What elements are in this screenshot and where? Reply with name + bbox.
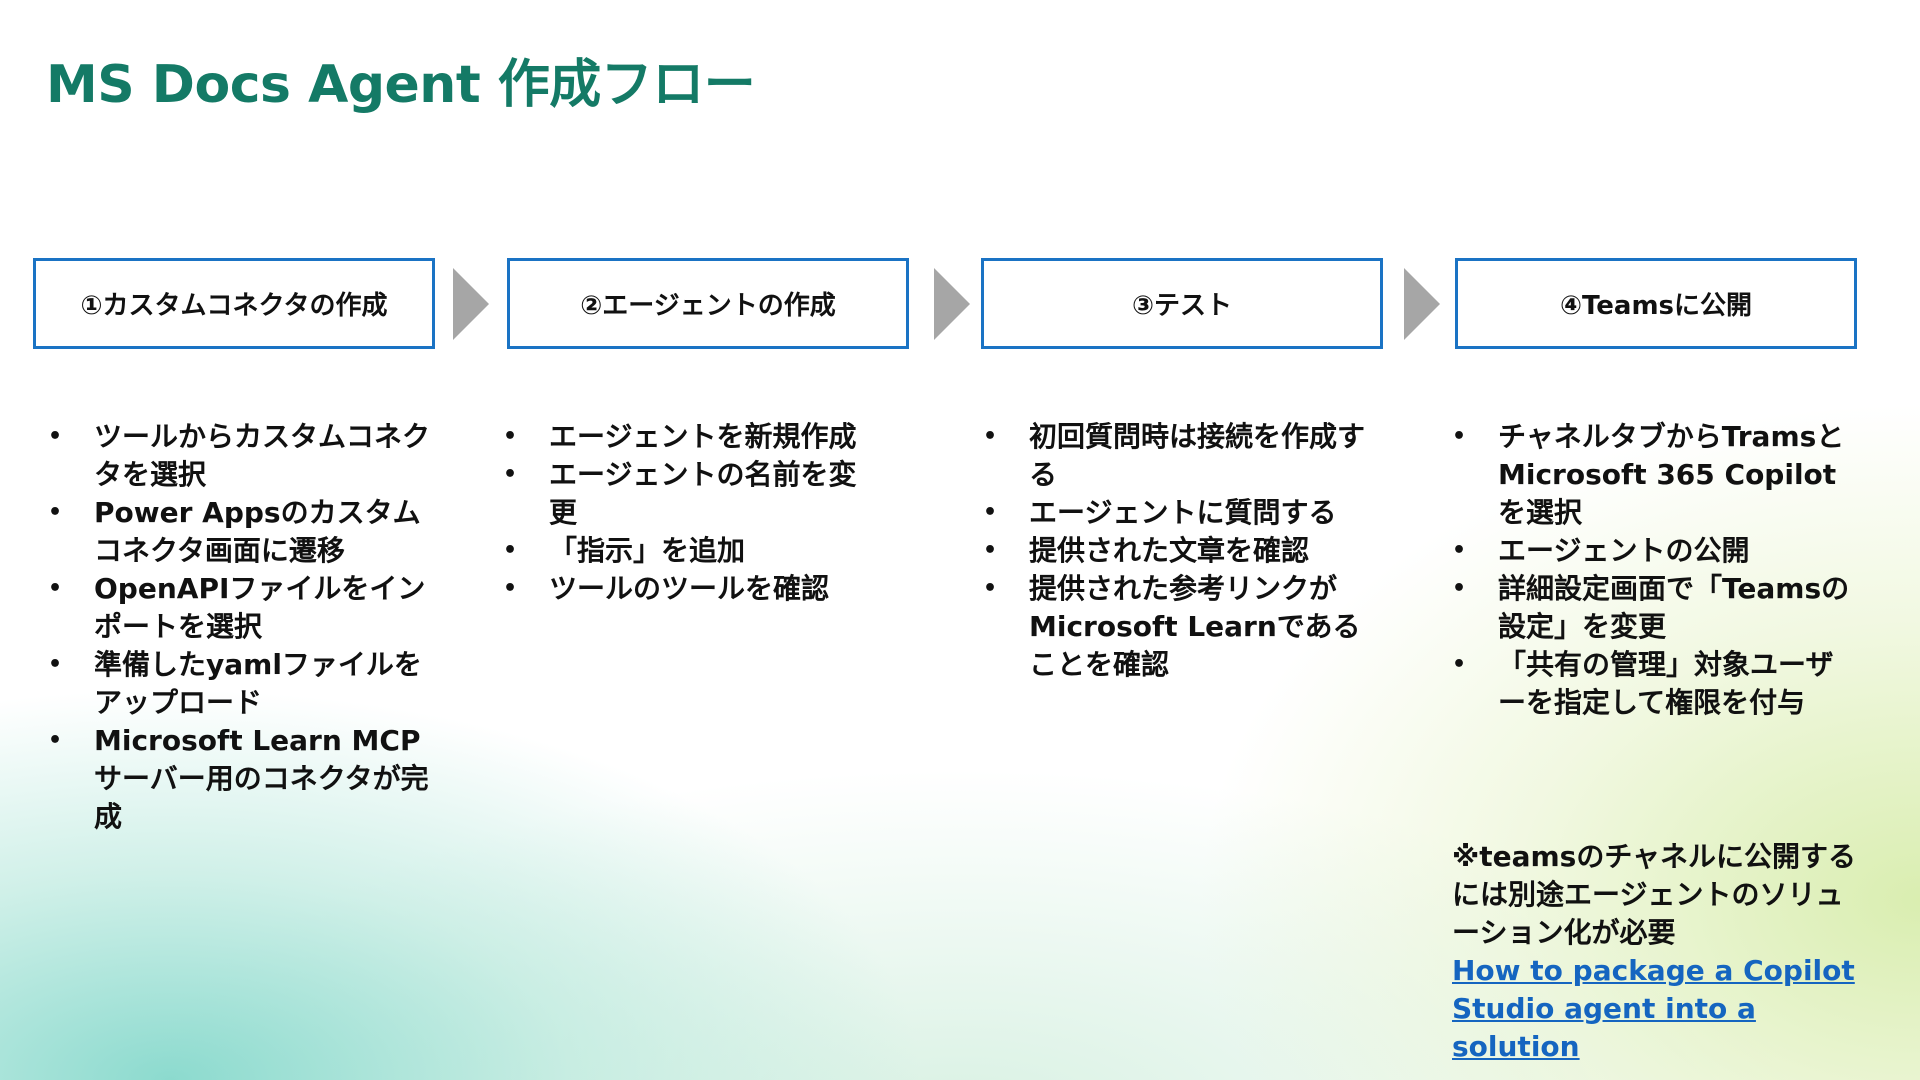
list-item: エージェントに質問する: [983, 494, 1368, 532]
list-item: 詳細設定画面で「Teamsの設定」を変更: [1452, 570, 1857, 646]
slide-title: MS Docs Agent 作成フロー: [46, 55, 756, 115]
step-box-create-agent: ②エージェントの作成: [507, 258, 909, 349]
list-item: エージェントを新規作成: [503, 418, 883, 456]
step4-bullet-list: チャネルタブからTramsとMicrosoft 365 Copilot を選択 …: [1452, 418, 1857, 722]
list-item: 提供された文章を確認: [983, 532, 1368, 570]
list-item: Microsoft Learn MCPサーバー用のコネクタが完成: [48, 722, 448, 836]
step-box-custom-connector: ①カスタムコネクタの作成: [33, 258, 435, 349]
step-box-test: ③テスト: [981, 258, 1383, 349]
chevron-right-icon: [934, 268, 970, 340]
list-item: 「指示」を追加: [503, 532, 883, 570]
step2-bullet-list: エージェントを新規作成 エージェントの名前を変更 「指示」を追加 ツールのツール…: [503, 418, 883, 608]
package-solution-link[interactable]: How to package a Copilot Studio agent in…: [1452, 954, 1855, 1063]
list-item: Power Appsのカスタムコネクタ画面に遷移: [48, 494, 448, 570]
list-item: 準備したyamlファイルをアップロード: [48, 646, 448, 722]
step3-bullet-list: 初回質問時は接続を作成する エージェントに質問する 提供された文章を確認 提供さ…: [983, 418, 1368, 684]
list-item: 初回質問時は接続を作成する: [983, 418, 1368, 494]
list-item: 提供された参考リンクがMicrosoft Learnであることを確認: [983, 570, 1368, 684]
chevron-right-icon: [453, 268, 489, 340]
list-item: ツールのツールを確認: [503, 570, 883, 608]
step-box-publish-teams: ④Teamsに公開: [1455, 258, 1857, 349]
list-item: 「共有の管理」対象ユーザーを指定して権限を付与: [1452, 646, 1857, 722]
step1-bullet-list: ツールからカスタムコネクタを選択 Power Appsのカスタムコネクタ画面に遷…: [48, 418, 448, 836]
list-item: エージェントの名前を変更: [503, 456, 883, 532]
chevron-right-icon: [1404, 268, 1440, 340]
list-item: チャネルタブからTramsとMicrosoft 365 Copilot を選択: [1452, 418, 1857, 532]
list-item: ツールからカスタムコネクタを選択: [48, 418, 448, 494]
teams-solution-note: ※teamsのチャネルに公開するには別途エージェントのソリューション化が必要: [1452, 840, 1857, 949]
list-item: エージェントの公開: [1452, 532, 1857, 570]
list-item: OpenAPIファイルをインポートを選択: [48, 570, 448, 646]
